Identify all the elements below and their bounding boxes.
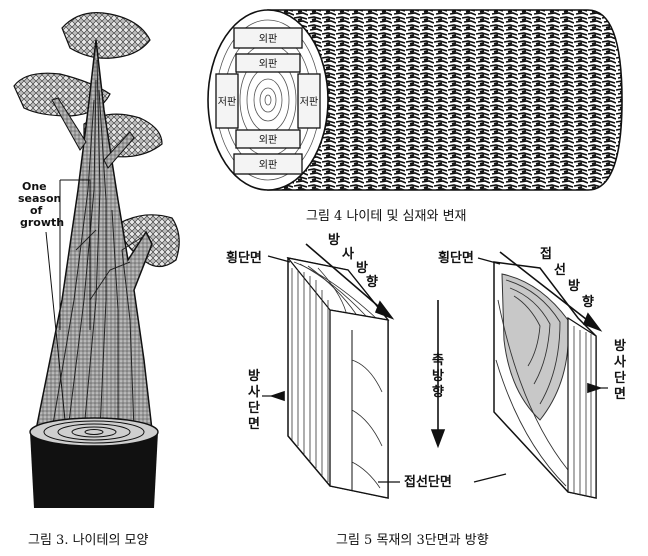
board-label-outer-bottom: 외판 xyxy=(259,159,277,171)
svg-text:방: 방 xyxy=(614,338,626,354)
svg-text:접: 접 xyxy=(540,246,552,262)
foliage-top xyxy=(61,12,151,59)
svg-text:방: 방 xyxy=(328,232,340,248)
svg-text:선: 선 xyxy=(554,262,566,278)
foliage-upper-left xyxy=(13,72,111,117)
svg-text:향: 향 xyxy=(432,384,444,400)
axial-arrow-head xyxy=(430,429,446,449)
svg-text:방: 방 xyxy=(432,368,444,384)
tree-stump xyxy=(29,417,159,508)
tree-trunk xyxy=(35,39,153,431)
left-radial-face-label: 방 사 단 면 xyxy=(248,368,260,432)
board-label-left: 저판 xyxy=(218,96,236,108)
right-cross-section-label: 횡단면 xyxy=(438,250,474,266)
figure-3-tree: One season of growth 그림 3. 나이테의 모양 xyxy=(13,12,180,548)
growth-label: One season of growth xyxy=(18,180,65,229)
svg-text:사: 사 xyxy=(614,354,626,370)
branch-left xyxy=(51,97,87,151)
svg-text:사: 사 xyxy=(248,384,260,400)
log-bark-body xyxy=(267,9,623,191)
board-label-inner-bottom: 외판 xyxy=(259,134,277,146)
tangential-arrow-head xyxy=(582,312,603,332)
branch-mid xyxy=(103,131,135,169)
figure-3-caption: 그림 3. 나이테의 모양 xyxy=(28,533,149,548)
left-cross-section-label: 횡단면 xyxy=(226,250,262,266)
board-label-right: 저판 xyxy=(300,96,318,108)
direction-arrows xyxy=(262,243,608,483)
svg-text:사: 사 xyxy=(342,246,354,262)
log-board-labels: 외판 외판 저판 저판 외판 외판 xyxy=(218,33,318,171)
left-wood-block xyxy=(286,257,390,499)
radial-arrow-head xyxy=(374,300,395,320)
svg-text:향: 향 xyxy=(366,274,378,290)
svg-text:단: 단 xyxy=(248,400,260,416)
right-radial-face-label: 방 사 단 면 xyxy=(614,338,626,402)
svg-text:방: 방 xyxy=(356,260,368,276)
svg-text:방: 방 xyxy=(568,278,580,294)
svg-text:면: 면 xyxy=(614,386,626,402)
svg-text:방: 방 xyxy=(248,368,260,384)
right-tangential-direction-label: 접 선 방 향 xyxy=(540,246,594,310)
left-radial-stripes xyxy=(291,268,329,482)
svg-text:단: 단 xyxy=(614,370,626,386)
right-wood-block xyxy=(493,261,597,499)
right-radial-stripes xyxy=(573,326,592,497)
svg-text:축: 축 xyxy=(432,352,444,368)
growth-layers xyxy=(51,59,145,431)
board-label-outer-top: 외판 xyxy=(259,33,277,45)
figure-4-caption: 그림 4 나이테 및 심재와 변재 xyxy=(306,209,467,224)
svg-text:향: 향 xyxy=(582,294,594,310)
tangential-face-label: 접선단면 xyxy=(404,474,452,490)
figure-4-log: 외판 외판 저판 저판 외판 외판 그림 4 나이테 및 심재와 변재 xyxy=(207,9,623,224)
growth-pointer-lines xyxy=(45,179,91,431)
svg-text:면: 면 xyxy=(248,416,260,432)
figure-5-caption: 그림 5 목재의 3단면과 방향 xyxy=(336,533,489,548)
axial-direction-label: 축 방 향 xyxy=(432,352,444,400)
left-radial-face-arrow xyxy=(269,390,285,402)
board-label-inner-top: 외판 xyxy=(259,58,277,70)
figure-5-sections: 횡단면 방 사 방 향 방 사 단 면 축 방 향 횡단면 접 선 xyxy=(226,232,626,548)
left-radial-direction-label: 방 사 방 향 xyxy=(328,232,378,290)
right-radial-face-arrow xyxy=(587,382,603,394)
log-board-cuts xyxy=(215,27,321,175)
